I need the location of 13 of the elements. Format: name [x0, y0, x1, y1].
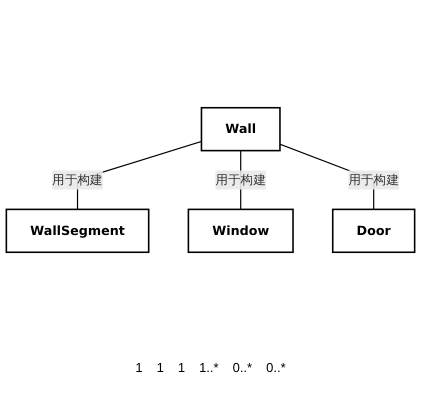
edge-label: 用于构建 [348, 172, 400, 188]
node-box: Wall [200, 106, 281, 152]
edge-label: 用于构建 [215, 172, 266, 188]
multiplicity-label: 1 [178, 360, 186, 375]
multiplicity-label: 1 [135, 360, 143, 375]
multiplicity-label: 0..* [266, 360, 286, 375]
multiplicity-label: 0..* [232, 360, 252, 375]
node-box: WallSegment [6, 208, 150, 254]
node-box: Window [188, 208, 294, 254]
multiplicity-label: 1..* [199, 360, 219, 375]
node-box: Door [332, 208, 416, 254]
multiplicity-label: 1 [156, 360, 164, 375]
edge-label: 用于构建 [52, 172, 103, 188]
